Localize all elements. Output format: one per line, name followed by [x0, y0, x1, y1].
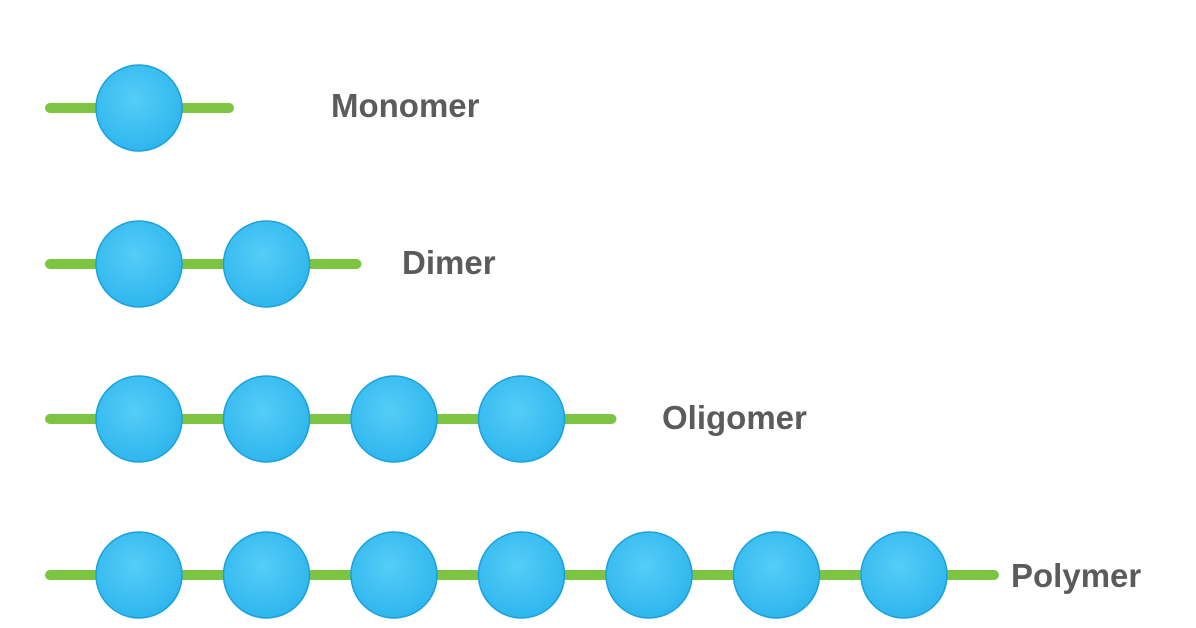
monomer-unit — [732, 531, 821, 619]
monomer-unit — [477, 375, 566, 463]
monomer-unit — [477, 531, 566, 619]
chain-polymer — [45, 531, 999, 619]
monomer-unit — [860, 531, 948, 619]
monomer-unit — [350, 375, 438, 463]
monomer-unit — [222, 375, 311, 463]
monomer-unit — [222, 220, 311, 308]
monomer-unit — [222, 531, 311, 619]
monomer-unit — [350, 531, 438, 619]
chain-dimer — [45, 220, 362, 308]
monomer-unit — [95, 220, 183, 308]
label-oligomer: Oligomer — [662, 399, 807, 436]
label-polymer: Polymer — [1011, 557, 1142, 594]
monomer-unit — [605, 531, 693, 619]
monomer-unit — [95, 531, 183, 619]
chain-oligomer — [45, 375, 617, 463]
chain-monomer — [45, 64, 234, 152]
label-monomer: Monomer — [331, 87, 480, 124]
monomer-unit — [95, 64, 183, 152]
label-dimer: Dimer — [402, 244, 496, 281]
monomer-unit — [95, 375, 183, 463]
